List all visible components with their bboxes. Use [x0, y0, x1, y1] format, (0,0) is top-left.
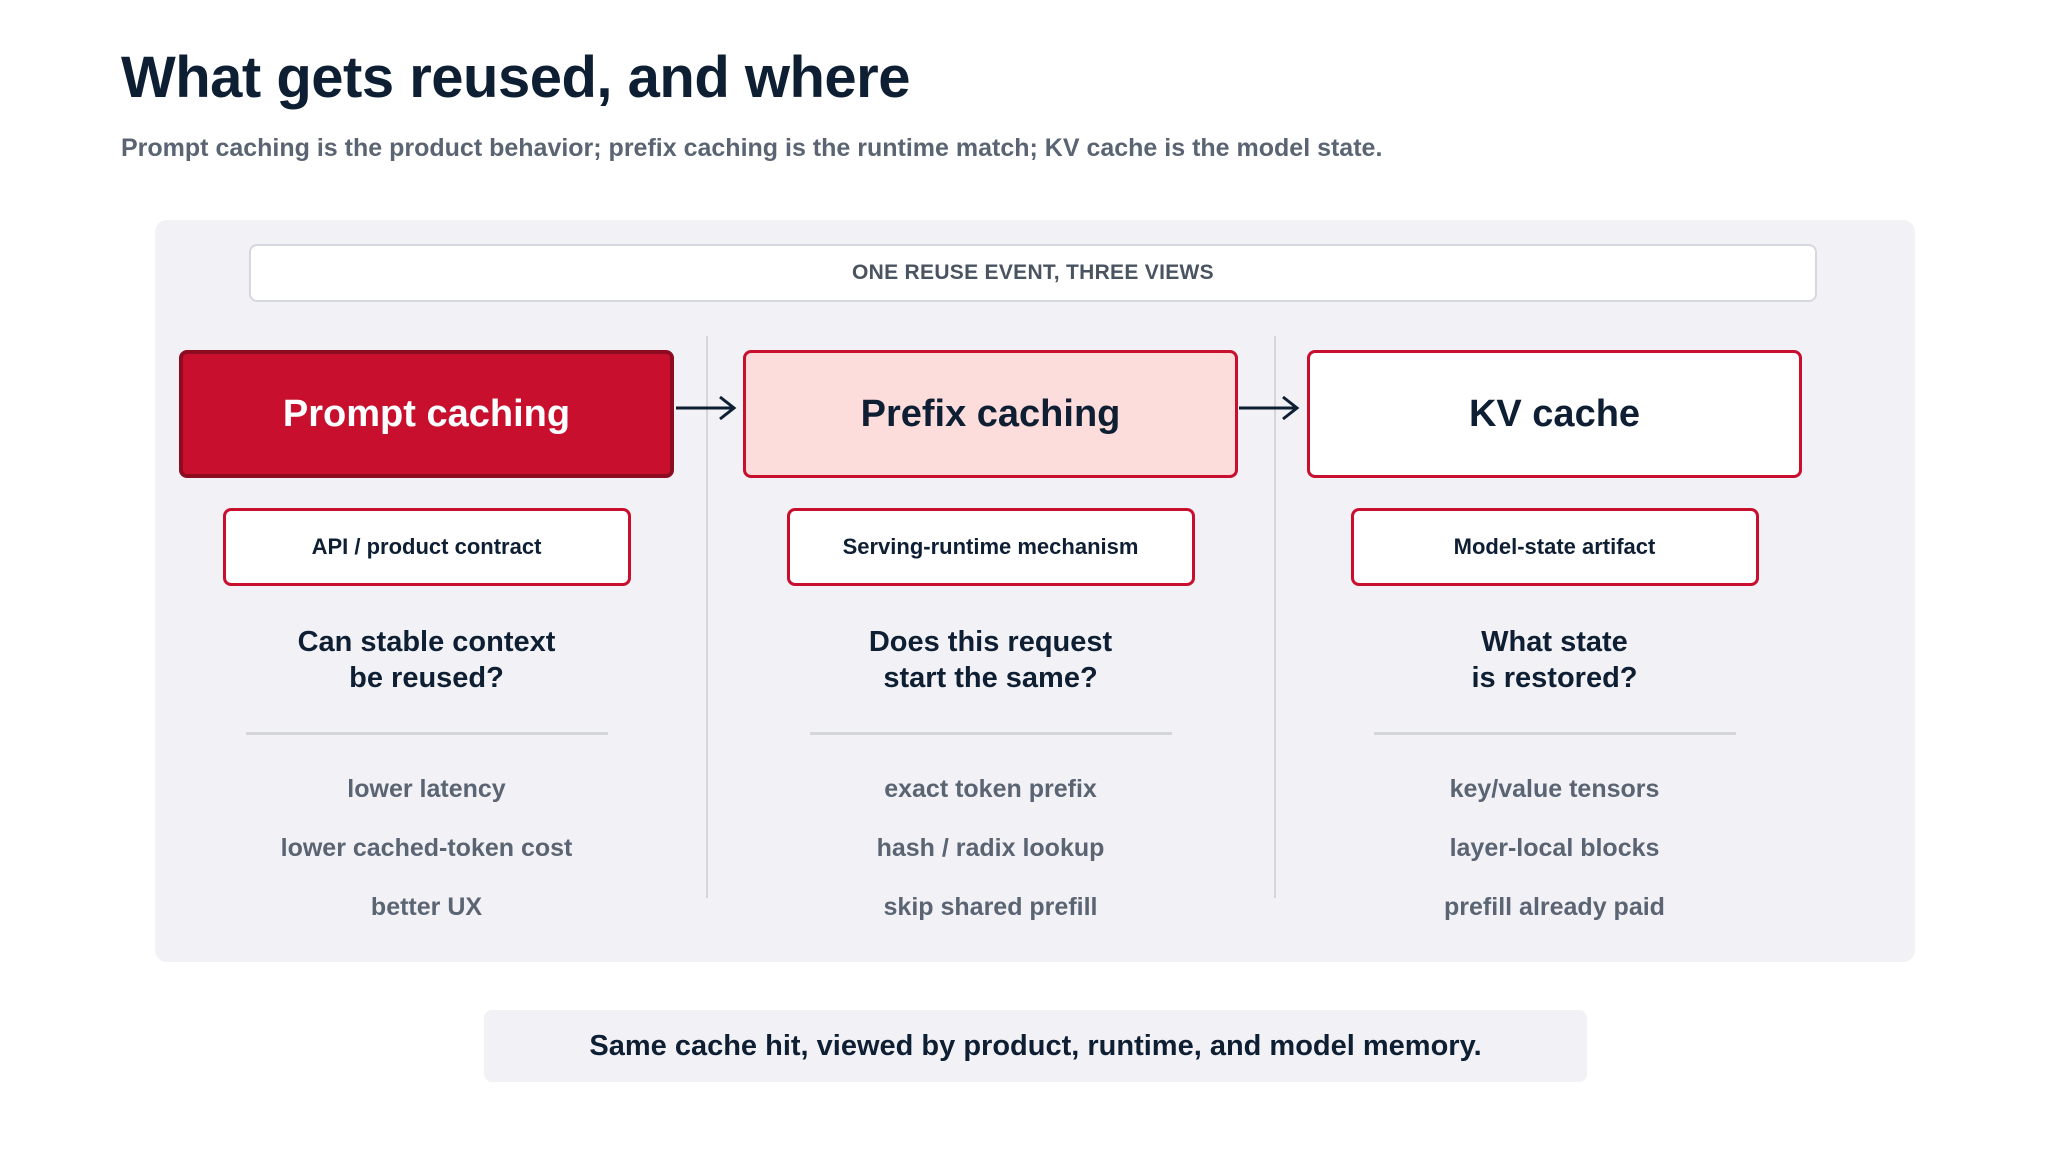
list-item: layer-local blocks [1449, 834, 1660, 862]
kv-cache-question: What state is restored? [1307, 624, 1802, 696]
page-title: What gets reused, and where [121, 45, 911, 110]
section-rule [809, 732, 1172, 735]
section-rule [1373, 732, 1736, 735]
prefix-caching-box: Prefix caching [743, 350, 1238, 478]
footer-caption: Same cache hit, viewed by product, runti… [484, 1010, 1587, 1082]
views-banner: ONE REUSE EVENT, THREE VIEWS [249, 244, 1817, 302]
list-item: prefill already paid [1444, 893, 1665, 921]
kv-cache-tag: Model-state artifact [1350, 508, 1759, 586]
page-subtitle: Prompt caching is the product behavior; … [121, 134, 1383, 162]
list-item: lower latency [347, 775, 506, 803]
column-kv-cache: KV cache Model-state artifact What state… [1307, 350, 1802, 950]
prompt-caching-points: lower latency lower cached-token cost be… [179, 773, 674, 950]
list-item: skip shared prefill [883, 893, 1098, 921]
question-line: What state [1481, 626, 1628, 658]
question-line: is restored? [1471, 662, 1638, 694]
question-line: Does this request [868, 626, 1113, 658]
prefix-caching-tag: Serving-runtime mechanism [786, 508, 1195, 586]
prompt-caching-box: Prompt caching [179, 350, 674, 478]
prefix-caching-points: exact token prefix hash / radix lookup s… [743, 773, 1238, 950]
question-line: start the same? [883, 662, 1098, 694]
prefix-caching-question: Does this request start the same? [743, 624, 1238, 696]
list-item: exact token prefix [884, 775, 1097, 803]
column-divider [706, 336, 708, 898]
list-item: lower cached-token cost [280, 834, 573, 862]
column-prefix-caching: Prefix caching Serving-runtime mechanism… [743, 350, 1238, 950]
kv-cache-points: key/value tensors layer-local blocks pre… [1307, 773, 1802, 950]
right-arrow-icon [676, 395, 737, 421]
prompt-caching-question: Can stable context be reused? [179, 624, 674, 696]
diagram-panel: ONE REUSE EVENT, THREE VIEWS Prompt cach… [155, 220, 1915, 962]
column-prompt-caching: Prompt caching API / product contract Ca… [179, 350, 674, 950]
question-line: Can stable context [297, 626, 556, 658]
column-divider [1274, 336, 1276, 898]
list-item: better UX [370, 893, 483, 921]
list-item: key/value tensors [1449, 775, 1660, 803]
list-item: hash / radix lookup [876, 834, 1105, 862]
right-arrow-icon [1239, 395, 1300, 421]
prompt-caching-tag: API / product contract [222, 508, 631, 586]
kv-cache-box: KV cache [1307, 350, 1802, 478]
section-rule [245, 732, 608, 735]
question-line: be reused? [349, 662, 504, 694]
